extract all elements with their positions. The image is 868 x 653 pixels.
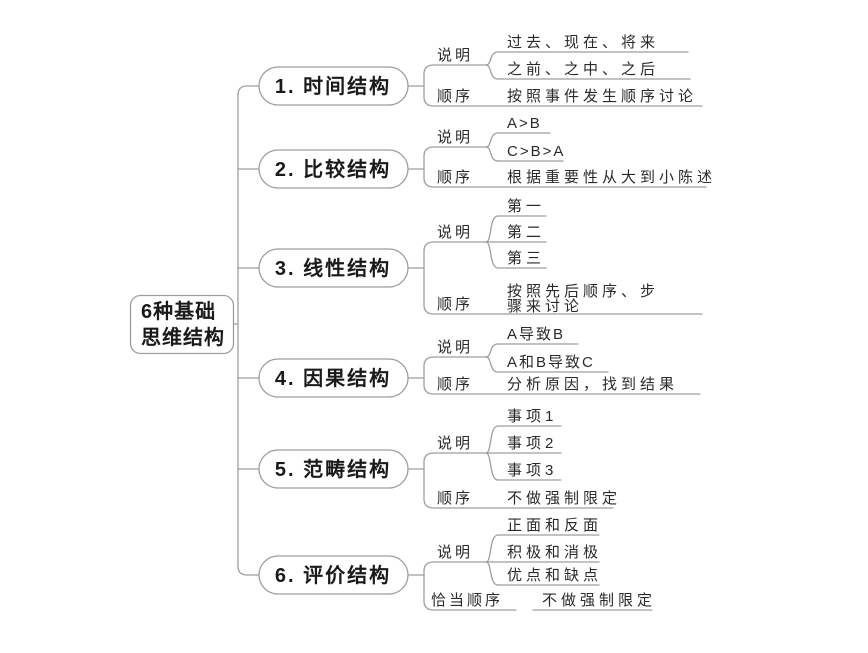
branch-6-order-label[interactable]: 恰当顺序: [431, 592, 503, 609]
branch-3-label: 3. 线性结构: [275, 256, 391, 280]
root-label-line2: 思维结构: [141, 325, 225, 349]
branch-4: 4. 因果结构 说明 A导致B A和B导致C 顺序 分析原因，找到结果: [258, 326, 701, 398]
branch-5-label: 5. 范畴结构: [275, 457, 391, 481]
branch-4-bracket: [423, 356, 701, 395]
branch-1-explain-item-2[interactable]: 之前、之中、之后: [507, 61, 659, 78]
branch-1-explain-child-1-connector: [485, 51, 689, 66]
branch-1-order-item-1[interactable]: 按照事件发生顺序讨论: [507, 88, 697, 105]
branch-3-node[interactable]: [258, 248, 409, 288]
branch-3-explain-item-2[interactable]: 第二: [507, 223, 545, 241]
trunk-connector: [237, 85, 260, 576]
branch-6: 6. 评价结构 说明 正面和反面 积极和消极 优点和缺点 恰当顺序 不做强制限定: [258, 517, 656, 611]
branch-6-bracket: [423, 561, 517, 611]
branch-1-bracket: [423, 64, 703, 107]
branch-6-explain-label[interactable]: 说明: [437, 544, 473, 561]
branch-4-order-item-1[interactable]: 分析原因，找到结果: [507, 376, 678, 393]
branch-2-order-item-1[interactable]: 根据重要性从大到小陈述: [507, 168, 716, 186]
branch-3-explain-item-1[interactable]: 第一: [507, 197, 545, 215]
branch-6-explain-child-1-connector: [485, 534, 600, 563]
branch-3: 3. 线性结构 说明 第一 第二 第三 顺序 按照先后顺序、步 骤来讨论: [258, 197, 703, 315]
branch-2-explain-item-1[interactable]: A>B: [507, 115, 542, 132]
branch-4-explain-item-2[interactable]: A和B导致C: [507, 354, 595, 371]
branch-4-explain-label[interactable]: 说明: [437, 339, 473, 356]
branch-1-node[interactable]: [258, 66, 409, 106]
branch-3-explain-child-3-connector: [485, 241, 547, 269]
branch-1: 1. 时间结构 说明 过去、现在、将来 之前、之中、之后 顺序 按照事件发生顺序…: [258, 34, 703, 107]
branch-3-bracket: [423, 241, 703, 315]
branch-5-bracket: [423, 452, 614, 509]
branch-2-bracket: [423, 146, 707, 188]
branch-4-explain-child-1-connector: [485, 343, 579, 358]
branch-5-explain-item-2[interactable]: 事项2: [507, 435, 557, 452]
branch-2-explain-child-2-connector: [485, 146, 564, 162]
branch-5-explain-child-1-connector: [485, 425, 562, 454]
branch-6-explain-child-3-connector: [485, 561, 600, 586]
branch-5-node[interactable]: [258, 449, 409, 489]
branch-3-explain-child-1-connector: [485, 215, 547, 243]
branch-5-explain-item-1[interactable]: 事项1: [507, 408, 557, 425]
branch-5-explain-label[interactable]: 说明: [437, 435, 473, 452]
root-label-line1: 6种基础: [141, 300, 216, 323]
branch-2-explain-label[interactable]: 说明: [437, 129, 473, 146]
branch-4-node[interactable]: [258, 358, 409, 398]
branch-1-explain-label[interactable]: 说明: [437, 47, 473, 64]
branch-4-label: 4. 因果结构: [275, 366, 391, 390]
branch-1-explain-item-1[interactable]: 过去、现在、将来: [507, 34, 659, 51]
branch-1-order-label[interactable]: 顺序: [437, 88, 473, 105]
branch-5-explain-item-3[interactable]: 事项3: [507, 462, 557, 479]
branch-2-order-label[interactable]: 顺序: [437, 169, 473, 186]
branch-3-order-label[interactable]: 顺序: [437, 296, 473, 313]
branch-6-order-item-1[interactable]: 不做强制限定: [542, 592, 656, 609]
branch-5-order-item-1[interactable]: 不做强制限定: [507, 490, 621, 507]
branch-3-explain-item-3[interactable]: 第三: [507, 249, 545, 267]
branch-2-node[interactable]: [258, 149, 409, 189]
branch-2-explain-child-1-connector: [485, 132, 551, 148]
branch-6-explain-item-3[interactable]: 优点和缺点: [507, 567, 602, 584]
branch-4-explain-child-2-connector: [485, 356, 609, 373]
branch-6-explain-item-2[interactable]: 积极和消极: [507, 544, 602, 561]
branch-5-explain-child-3-connector: [485, 452, 562, 481]
root-node[interactable]: 6种基础 思维结构: [129, 294, 235, 355]
branch-3-explain-label[interactable]: 说明: [437, 224, 473, 241]
branch-1-explain-child-2-connector: [485, 64, 691, 80]
branch-6-label: 6. 评价结构: [275, 563, 391, 587]
branch-3-order-item-1-line1[interactable]: 按照先后顺序、步: [507, 283, 659, 300]
branch-6-explain-item-1[interactable]: 正面和反面: [507, 517, 602, 534]
branch-2: 2. 比较结构 说明 A>B C>B>A 顺序 根据重要性从大到小陈述: [258, 115, 716, 189]
branch-2-label: 2. 比较结构: [275, 157, 391, 181]
branch-5: 5. 范畴结构 说明 事项1 事项2 事项3 顺序 不做强制限定: [258, 408, 621, 509]
branch-2-explain-item-2[interactable]: C>B>A: [507, 143, 565, 160]
branch-5-order-label[interactable]: 顺序: [437, 490, 473, 507]
branch-1-label: 1. 时间结构: [275, 74, 391, 98]
branch-3-order-item-1-line2[interactable]: 骤来讨论: [507, 298, 583, 315]
branch-4-order-label[interactable]: 顺序: [437, 376, 473, 393]
branch-4-explain-item-1[interactable]: A导致B: [507, 326, 565, 343]
root-node-box: [129, 294, 235, 355]
branch-6-node[interactable]: [258, 555, 409, 595]
